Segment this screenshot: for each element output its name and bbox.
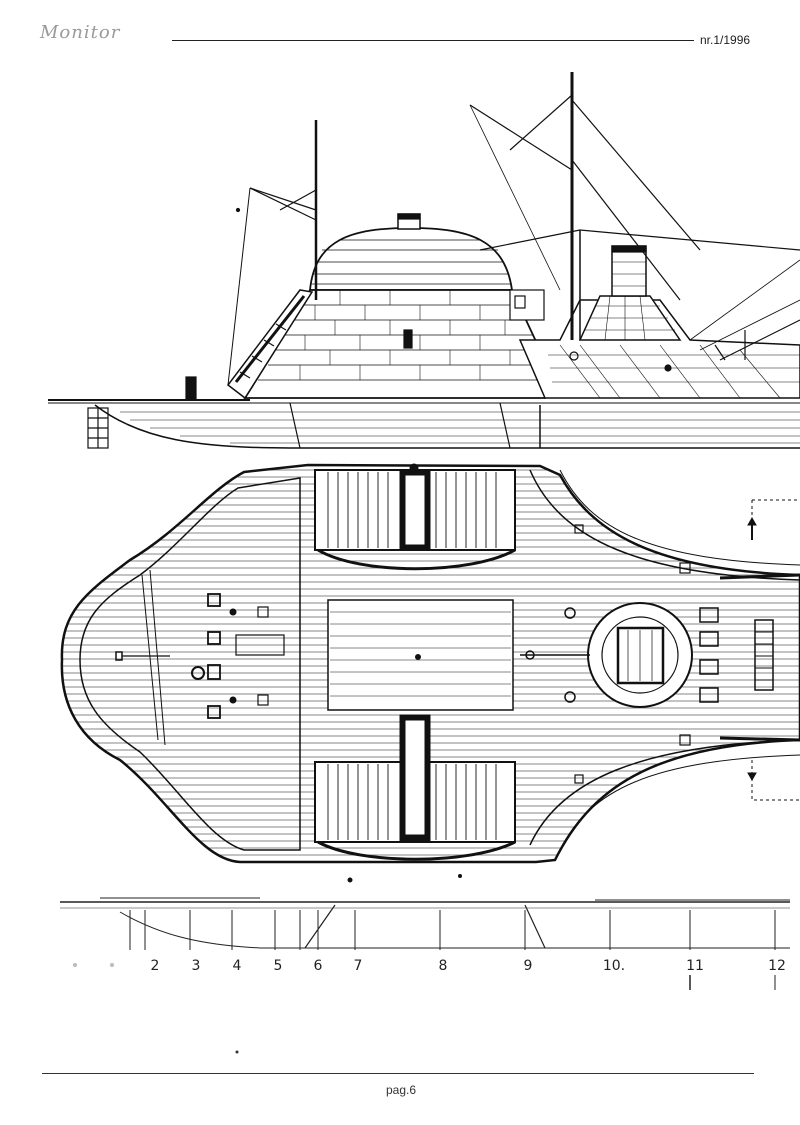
page-number: pag.6: [386, 1083, 417, 1097]
frame-label-8: 8: [438, 958, 448, 974]
side-elevation: [48, 72, 800, 449]
issue-number: nr.1/1996: [700, 33, 751, 47]
frame-label-4: 4: [232, 958, 242, 974]
frame-label-10: 10.: [602, 958, 626, 974]
deck-plan: [60, 463, 800, 883]
handwritten-note: Monitor: [40, 22, 121, 43]
frame-label-11: 11: [686, 958, 704, 974]
frame-label-6: 6: [313, 958, 323, 974]
footer-rule: [42, 1073, 754, 1074]
frame-label-12: 12: [768, 958, 786, 974]
frame-stations-drawing: [60, 897, 790, 1054]
header-rule: [172, 40, 694, 41]
frame-label-2: 2: [150, 958, 160, 974]
frame-label-9: 9: [523, 958, 533, 974]
frame-label-5: 5: [273, 958, 283, 974]
frame-label-7: 7: [353, 958, 363, 974]
frame-label-3: 3: [191, 958, 201, 974]
